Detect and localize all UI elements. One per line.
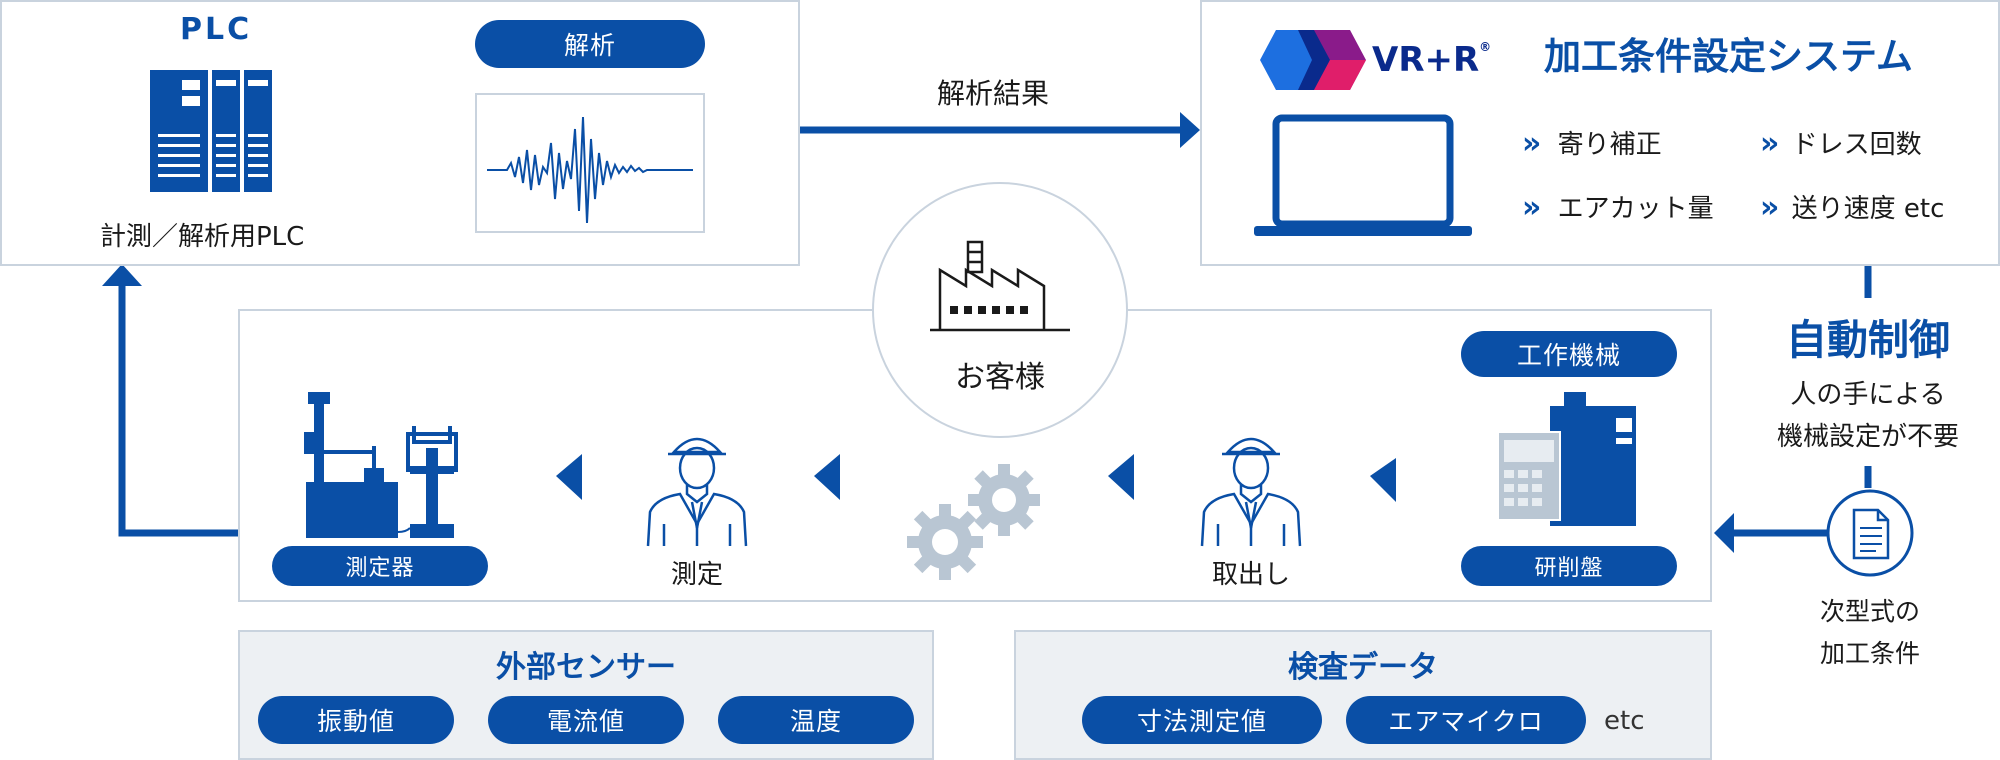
waveform-graph [487,116,693,224]
vr-bullet-4: » 送り速度 etc [1760,188,1944,225]
sensor-title: 外部センサー [496,650,676,685]
system-title: 加工条件設定システム [1544,35,1913,78]
flow-arrow-1 [1370,458,1396,502]
next-condition-line-2: 加工条件 [1819,639,1920,668]
plc-server-icon [150,70,272,192]
vr-item-label: ドレス回数 [1791,130,1922,160]
document-icon [1826,489,1914,577]
auto-control-title: 自動制御 [1786,316,1950,364]
flow-arrow-3 [814,454,840,500]
takeout-label: 取出し [1211,560,1290,590]
worker-measure-icon [646,437,748,547]
vr-bullet-2: » ドレス回数 [1760,124,1922,161]
measure-label: 測定 [670,560,723,590]
vr-logo-registered: ® [1479,40,1492,54]
customer-label: お客様 [955,360,1045,395]
machine-tool-pill: 工作機械 [1461,331,1677,377]
feedback-arrow [102,264,238,537]
flow-arrow-2 [1108,454,1134,500]
laptop-icon [1254,114,1472,236]
plc-caption: 計測／解析用PLC [100,222,305,252]
next-condition-line-1: 次型式の [1819,597,1920,626]
vr-logo-wordmark: VR+R [1372,40,1480,80]
vr-bullet-1: » 寄り補正 [1522,124,1662,161]
auto-control-sub-1: 人の手による [1790,380,1946,410]
factory-icon [930,240,1070,332]
inspection-title: 検査データ [1288,650,1438,685]
chevron-right-icon: » [1760,190,1780,225]
vr-logo-text: VR+R® [1372,40,1491,80]
gears-icon [907,464,1040,580]
auto-control-sub-2: 機械設定が不要 [1776,422,1959,452]
plc-title: PLC [180,12,253,47]
sensor-temperature-pill: 温度 [718,696,914,744]
worker-takeout-icon [1200,437,1302,547]
analysis-pill: 解析 [475,20,705,68]
chevron-right-icon: » [1522,126,1542,161]
vr-bullet-3: » エアカット量 [1522,188,1714,225]
inspection-air-micro-pill: エアマイクロ [1346,696,1586,744]
instrument-pill: 測定器 [272,546,488,586]
analysis-result-label: 解析結果 [937,77,1050,110]
sensor-vibration-pill: 振動値 [258,696,454,744]
chevron-right-icon: » [1760,126,1780,161]
flow-arrow-4 [556,454,582,500]
chevron-right-icon: » [1522,190,1542,225]
grinder-pill: 研削盤 [1461,546,1677,586]
grinding-machine-icon [1497,392,1636,526]
sensor-current-pill: 電流値 [488,696,684,744]
auto-control-arrow [1714,266,1872,553]
waveform-frame [475,93,705,233]
measuring-instrument-icon [304,392,458,538]
vr-item-label: 寄り補正 [1557,130,1662,160]
vr-item-label: エアカット量 [1557,194,1714,224]
vr-item-label: 送り速度 etc [1791,194,1945,224]
result-arrow [800,112,1200,148]
vr-hexagon-logo-icon [1260,30,1366,90]
inspection-etc: etc [1604,706,1645,736]
inspection-dimension-pill: 寸法測定値 [1082,696,1322,744]
